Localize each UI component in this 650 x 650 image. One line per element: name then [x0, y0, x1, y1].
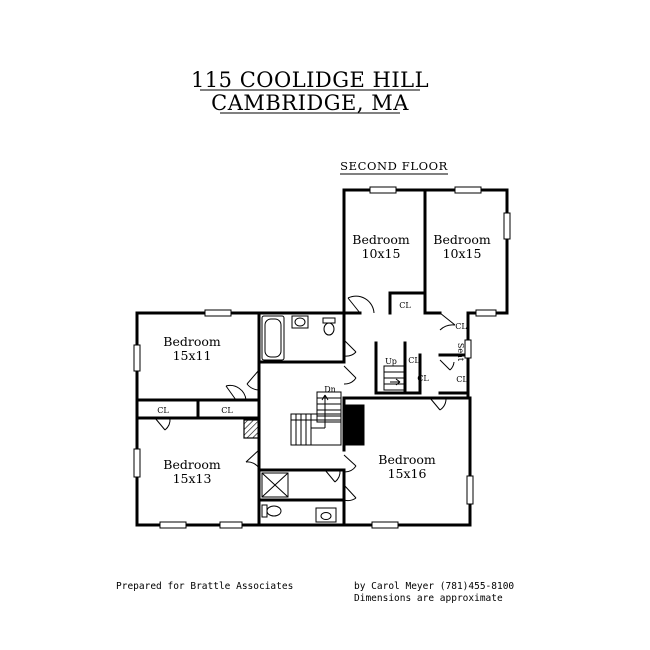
closet-label: CL: [221, 406, 233, 415]
title-address: 115 COOLIDGE HILL: [191, 68, 429, 92]
closet-label: CL: [455, 322, 467, 331]
disclaimer: Dimensions are approximate: [354, 593, 503, 604]
closet-label: CL: [399, 301, 411, 310]
doors: [154, 295, 456, 502]
closet-label: CL: [456, 375, 468, 384]
closet-label: CL: [417, 374, 429, 383]
room-dimensions: 15x16: [388, 466, 427, 481]
room-dimensions: 15x11: [173, 348, 212, 363]
closet-label: CL: [408, 356, 420, 365]
small-labels: CL CL CL CL CL CL CL Up Dn Seat: [157, 301, 468, 415]
main-staircase: [290, 391, 342, 446]
room-name: Bedroom: [163, 457, 221, 472]
room-name: Bedroom: [433, 232, 491, 247]
closet-label: CL: [157, 406, 169, 415]
stairs-down-label: Dn: [324, 385, 336, 394]
stairs-up-label: Up: [385, 357, 397, 366]
room-dimensions: 15x13: [173, 471, 212, 486]
floor-label: SECOND FLOOR: [340, 159, 448, 173]
title-city: CAMBRIDGE, MA: [211, 91, 409, 115]
room-dimensions: 10x15: [362, 246, 401, 261]
seat-label: Seat: [456, 343, 465, 362]
credit: by Carol Meyer (781)455-8100: [354, 581, 514, 592]
room-labels: Bedroom 10x15 Bedroom 10x15 Bedroom 15x1…: [163, 232, 491, 486]
attic-stair: [383, 365, 405, 391]
bathroom-fixtures: [261, 315, 337, 523]
room-dimensions: 10x15: [443, 246, 482, 261]
interior-walls: [135, 188, 470, 527]
room-name: Bedroom: [378, 452, 436, 467]
prepared-for: Prepared for Brattle Associates: [116, 581, 293, 592]
chimney: [243, 404, 365, 446]
room-name: Bedroom: [163, 334, 221, 349]
room-name: Bedroom: [352, 232, 410, 247]
windows: [133, 186, 511, 529]
